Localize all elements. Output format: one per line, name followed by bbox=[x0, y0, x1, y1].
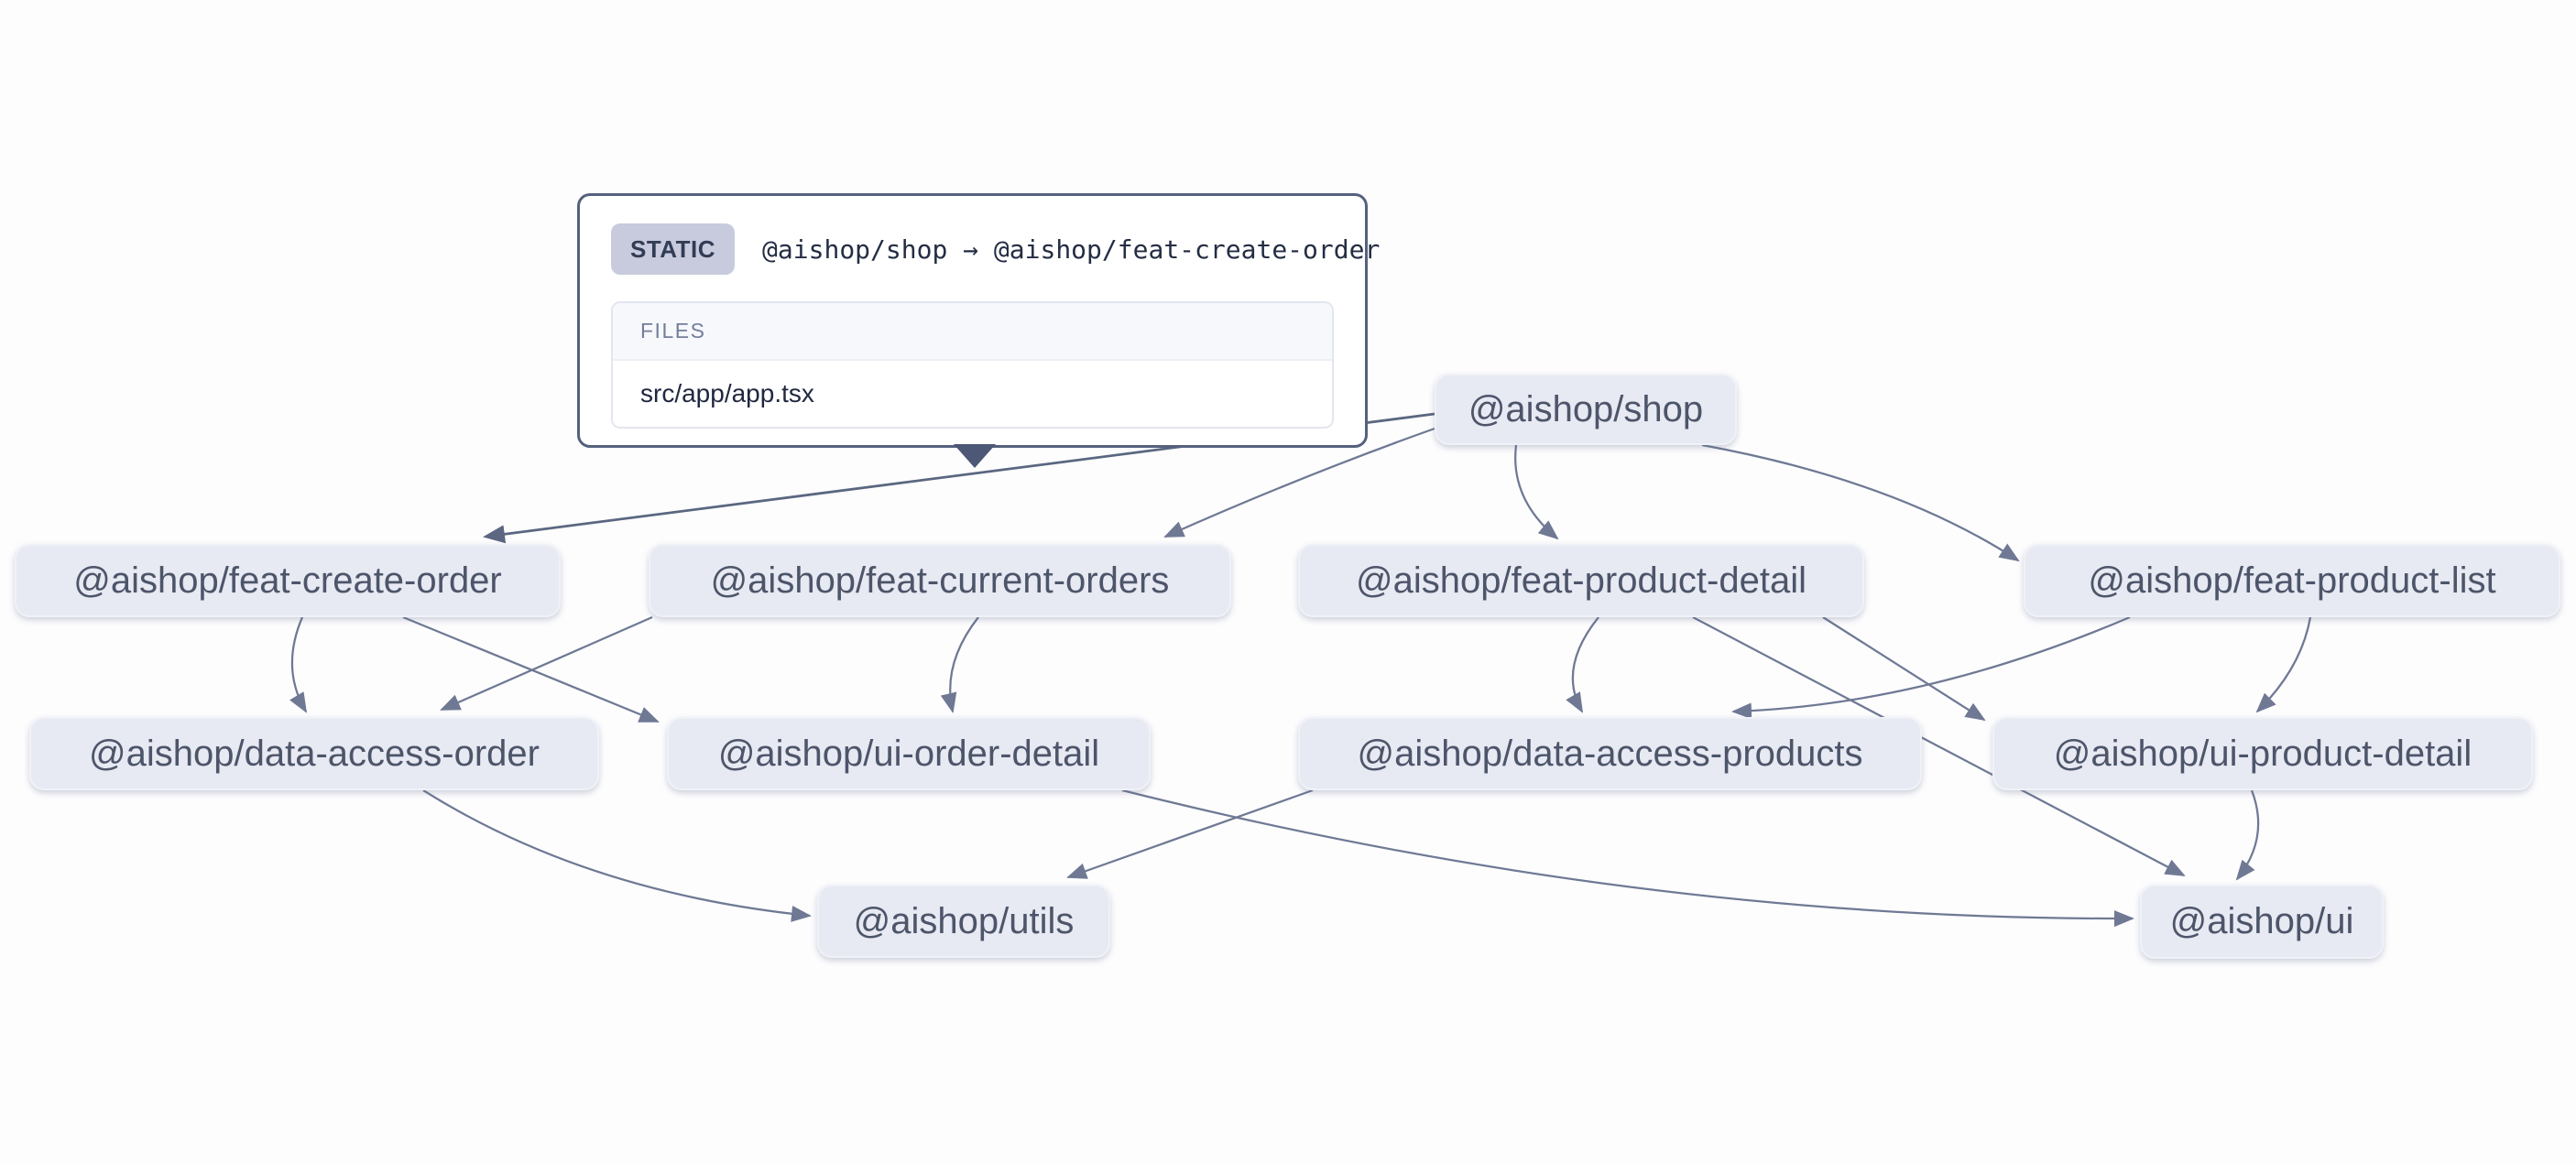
edge-feat-create-order-to-ui-order-detail[interactable] bbox=[402, 615, 660, 723]
edge-ui-order-detail-to-ui[interactable] bbox=[1121, 788, 2134, 928]
edge-feat-create-order-to-data-access-order[interactable] bbox=[289, 616, 308, 713]
edge-tooltip: STATIC @aishop/shop → @aishop/feat-creat… bbox=[577, 193, 1380, 468]
graph-node-feat-current-orders[interactable]: @aishop/feat-current-orders bbox=[649, 544, 1231, 617]
edge-shop-to-feat-product-list[interactable] bbox=[1701, 443, 2020, 562]
edge-ui-product-detail-to-ui[interactable] bbox=[2235, 789, 2260, 881]
edge-feat-current-orders-to-ui-order-detail[interactable] bbox=[940, 616, 979, 713]
files-panel: FILES src/app/app.tsx bbox=[611, 301, 1334, 429]
graph-node-feat-create-order[interactable]: @aishop/feat-create-order bbox=[15, 544, 561, 617]
edge-data-access-products-to-utils[interactable] bbox=[1066, 788, 1314, 879]
edge-shop-to-feat-current-orders[interactable] bbox=[1163, 427, 1435, 538]
graph-node-ui-order-detail[interactable]: @aishop/ui-order-detail bbox=[667, 717, 1151, 790]
graph-node-ui-product-detail[interactable]: @aishop/ui-product-detail bbox=[1992, 717, 2533, 790]
edge-feat-current-orders-to-data-access-order[interactable] bbox=[440, 615, 653, 712]
graph-node-data-access-products[interactable]: @aishop/data-access-products bbox=[1298, 717, 1922, 790]
graph-node-utils[interactable]: @aishop/utils bbox=[817, 885, 1110, 958]
edge-tooltip-header: STATIC @aishop/shop → @aishop/feat-creat… bbox=[611, 223, 1380, 275]
edge-feat-product-detail-to-data-access-products[interactable] bbox=[1566, 616, 1599, 713]
edge-data-access-order-to-utils[interactable] bbox=[422, 789, 812, 922]
graph-node-feat-product-detail[interactable]: @aishop/feat-product-detail bbox=[1298, 544, 1864, 617]
graph-node-data-access-order[interactable]: @aishop/data-access-order bbox=[29, 717, 599, 790]
tooltip-caret-icon bbox=[954, 444, 996, 468]
edge-feat-product-list-to-data-access-products[interactable] bbox=[1731, 615, 2131, 720]
graph-node-feat-product-list[interactable]: @aishop/feat-product-list bbox=[2024, 544, 2560, 617]
edge-feat-product-detail-to-ui-product-detail[interactable] bbox=[1822, 616, 1986, 722]
edge-tooltip-title: @aishop/shop → @aishop/feat-create-order bbox=[762, 234, 1381, 265]
edge-type-badge: STATIC bbox=[611, 223, 736, 275]
graph-node-ui[interactable]: @aishop/ui bbox=[2140, 885, 2384, 959]
graph-node-shop[interactable]: @aishop/shop bbox=[1435, 374, 1737, 445]
files-panel-header: FILES bbox=[613, 303, 1332, 361]
file-item: src/app/app.tsx bbox=[613, 361, 1332, 427]
edge-shop-to-feat-product-detail[interactable] bbox=[1514, 444, 1559, 540]
edge-feat-product-list-to-ui-product-detail[interactable] bbox=[2255, 616, 2312, 713]
files-list: src/app/app.tsx bbox=[613, 361, 1332, 427]
edge-feat-product-detail-to-ui[interactable] bbox=[1692, 616, 2186, 876]
